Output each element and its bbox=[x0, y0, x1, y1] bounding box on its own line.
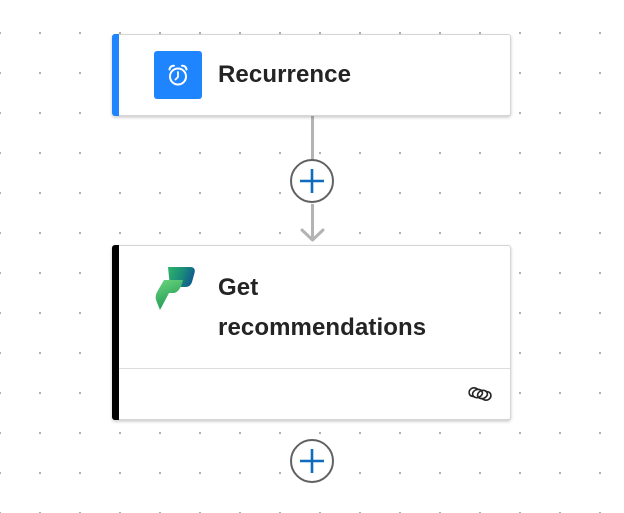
step-title-line-2: recommendations bbox=[218, 314, 427, 341]
plus-icon bbox=[300, 449, 324, 473]
connection-link-icon bbox=[468, 387, 492, 401]
card-accent-bar bbox=[112, 245, 119, 420]
plus-icon bbox=[300, 169, 324, 193]
add-step-button[interactable] bbox=[290, 439, 334, 483]
card-footer-divider bbox=[119, 368, 510, 369]
alarm-clock-icon bbox=[168, 64, 188, 86]
connector-line-top bbox=[311, 116, 314, 160]
step-title-recurrence: Recurrence bbox=[218, 61, 352, 88]
insert-step-button[interactable] bbox=[290, 159, 334, 203]
get-recommendations-icon-tile bbox=[150, 262, 198, 310]
step-title-line-1: Get bbox=[218, 274, 259, 301]
card-accent-bar bbox=[112, 34, 119, 116]
connector-line-bottom bbox=[311, 204, 314, 238]
step-card-recurrence[interactable]: Recurrence bbox=[112, 34, 511, 116]
step-card-get-recommendations[interactable]: Get recommendations bbox=[112, 245, 511, 420]
recurrence-icon-tile bbox=[154, 51, 202, 99]
step-title-get-recommendations: Get recommendations bbox=[218, 268, 426, 348]
power-platform-icon bbox=[155, 267, 195, 310]
connection-link-button[interactable] bbox=[466, 382, 494, 406]
connector-arrow-icon bbox=[300, 228, 325, 242]
